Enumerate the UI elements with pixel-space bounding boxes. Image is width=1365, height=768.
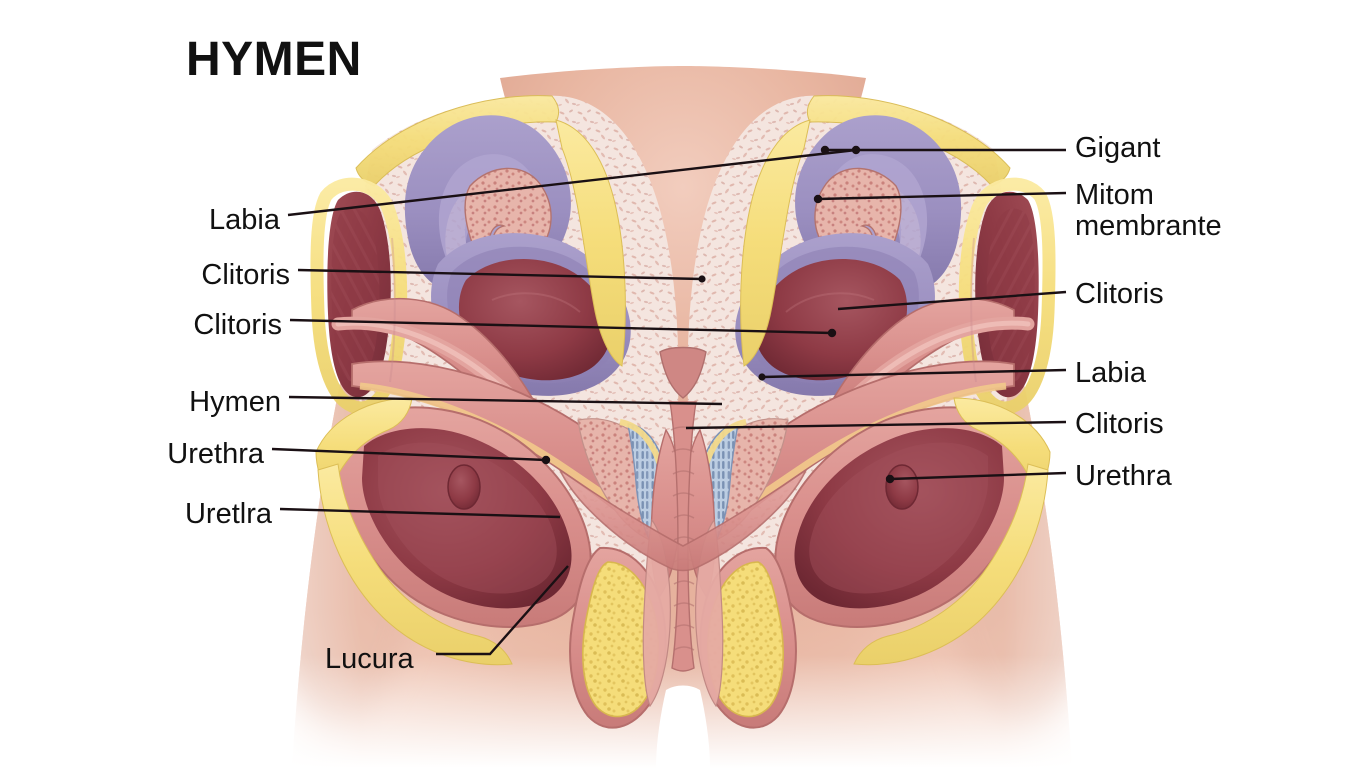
midline-arch bbox=[558, 467, 808, 572]
label-left-labia: Labia bbox=[209, 204, 280, 236]
canal-ribs bbox=[670, 426, 696, 651]
page-title: HYMEN bbox=[186, 33, 362, 86]
label-left-clitoris-1: Clitoris bbox=[201, 259, 290, 291]
label-left-urethra: Urethra bbox=[167, 438, 264, 470]
label-left-uretlra: Uretlra bbox=[184, 498, 272, 530]
label-right-urethra: Urethra bbox=[1075, 460, 1172, 492]
midline-cleft bbox=[656, 685, 710, 768]
vessel-small-left bbox=[447, 464, 481, 510]
label-right-gigant: Gigant bbox=[1075, 132, 1161, 164]
label-left-clitoris-2: Clitoris bbox=[193, 309, 282, 341]
label-right-clitoris-1: Clitoris bbox=[1075, 278, 1164, 310]
label-right-mitom-membrante: Mitom membrante bbox=[1075, 179, 1222, 242]
label-right-clitoris-2: Clitoris bbox=[1075, 408, 1164, 440]
label-bottom-lucura: Lucura bbox=[325, 643, 414, 675]
label-right-labia: Labia bbox=[1075, 357, 1146, 389]
midline-apex bbox=[659, 346, 707, 399]
wing-cavity-left bbox=[362, 428, 572, 609]
label-left-hymen: Hymen bbox=[189, 386, 281, 418]
